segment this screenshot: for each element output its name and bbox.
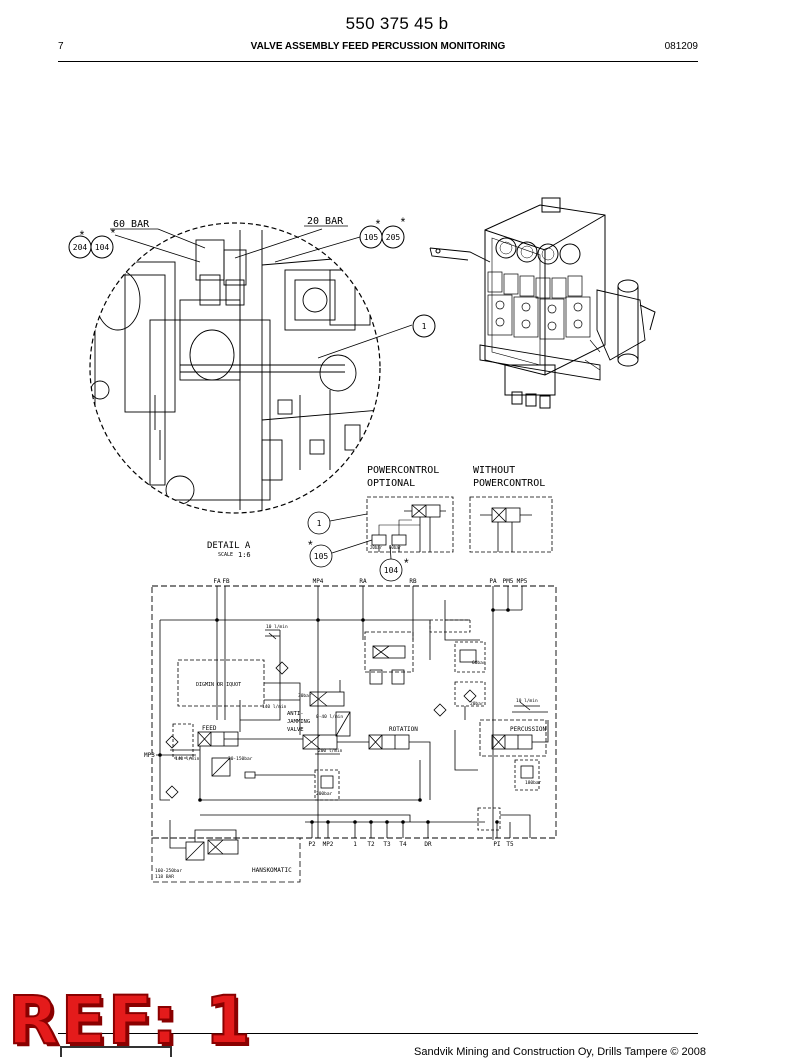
copyright-text: Sandvik Mining and Construction Oy, Dril… bbox=[414, 1046, 706, 1058]
port-pi: PI bbox=[493, 841, 501, 848]
footer-rule bbox=[58, 1033, 698, 1034]
callout-1: 1 bbox=[422, 322, 427, 331]
detail-scale-label: SCALE bbox=[218, 552, 233, 558]
port-pa: PA bbox=[489, 578, 497, 585]
port-dr: DR bbox=[424, 841, 432, 848]
powercontrol-callout-1: 1 bbox=[317, 519, 322, 528]
rotation-label: ROTATION bbox=[389, 726, 418, 733]
port-mp3: MP3 bbox=[144, 752, 155, 759]
page-title: VALVE ASSEMBLY FEED PERCUSSION MONITORIN… bbox=[250, 41, 506, 52]
flow-140-label: 140 l/min bbox=[175, 756, 200, 762]
bar-60-label: 60bar bbox=[472, 660, 486, 666]
without-powercontrol-line1: WITHOUT bbox=[473, 465, 515, 476]
sandvik-logo bbox=[60, 1046, 172, 1057]
port-mp5: MP5 bbox=[517, 578, 528, 585]
port-p2: P2 bbox=[308, 841, 316, 848]
svg-text:*: * bbox=[111, 226, 116, 240]
anti-jamming-line2: JAMMING bbox=[287, 719, 310, 725]
flow-140-label: 140 l/min bbox=[262, 704, 287, 710]
bottom-note-1: 160-250bar bbox=[155, 868, 182, 874]
powercontrol-optional-line1: POWERCONTROL bbox=[367, 465, 439, 476]
without-powercontrol-line2: POWERCONTROL bbox=[473, 478, 545, 489]
bar-20-label: 20bar bbox=[470, 701, 484, 707]
callout-204: 204 bbox=[73, 243, 88, 252]
revision-date: 081209 bbox=[664, 41, 698, 52]
svg-text:*: * bbox=[401, 215, 406, 229]
document-number: 550 375 45 b bbox=[345, 14, 449, 33]
page-number: 7 bbox=[58, 41, 64, 52]
bar-30-150-label: 30-150bar bbox=[228, 756, 253, 762]
port-t3: T3 bbox=[383, 841, 391, 848]
anti-jamming-line3: VALVE bbox=[287, 727, 304, 733]
schematic-annotations: 10 l/min 10 l/min 140 l/min 140 l/min 20… bbox=[155, 624, 542, 880]
callout-205: 205 bbox=[386, 233, 401, 242]
powercontrol-callouts bbox=[307, 511, 403, 582]
feed-label: FEED bbox=[202, 725, 217, 732]
schematic-bottom-ports: P2 MP2 1 T2 T3 T4 DR PI T5 bbox=[308, 841, 514, 848]
powercontrol-optional-line2: OPTIONAL bbox=[367, 478, 415, 489]
port-fb: FB bbox=[222, 578, 230, 585]
percussion-label: PERCUSSION bbox=[510, 726, 547, 733]
port-t4: T4 bbox=[399, 841, 407, 848]
bar-180-label: 180bar bbox=[525, 780, 542, 786]
powercontrol-bar-b: 60bar bbox=[389, 545, 402, 550]
callout-104: 104 bbox=[95, 243, 110, 252]
powercontrol-callout-104: 104 bbox=[384, 566, 399, 575]
port-fa: FA bbox=[213, 578, 221, 585]
without-powercontrol-box bbox=[469, 496, 553, 553]
asterisk-mark: * bbox=[404, 556, 409, 570]
port-1: 1 bbox=[353, 841, 357, 848]
port-mp4: MP4 bbox=[313, 578, 324, 585]
port-mp2: MP2 bbox=[323, 841, 334, 848]
svg-text:*: * bbox=[376, 217, 381, 231]
port-rb: RB bbox=[409, 578, 417, 585]
port-ra: RA bbox=[359, 578, 367, 585]
schematic-junction-dots bbox=[158, 608, 510, 824]
detail-scale-value: 1:6 bbox=[238, 551, 251, 559]
detail-20-bar-label: 20 BAR bbox=[307, 216, 344, 227]
ref-stamp: REF: 1 bbox=[7, 981, 253, 1059]
port-t5: T5 bbox=[506, 841, 514, 848]
detail-60-bar-label: 60 BAR bbox=[113, 219, 150, 230]
flow-10-label: 10 l/min bbox=[266, 624, 288, 630]
schematic-top-ports: FA FB MP4 RA RB PA PM5 MP5 bbox=[213, 578, 527, 585]
asterisk-mark: * bbox=[308, 538, 313, 552]
detail-label: DETAIL A bbox=[207, 541, 251, 551]
svg-text:*: * bbox=[80, 228, 85, 242]
bar-30-label: 30bar bbox=[298, 693, 312, 699]
asterisk-marks: * * * * bbox=[80, 215, 406, 242]
port-pm5: PM5 bbox=[503, 578, 514, 585]
valve-assembly-isometric-view bbox=[429, 197, 656, 409]
flow-10-label: 10 l/min bbox=[516, 698, 538, 704]
powercontrol-callout-105: 105 bbox=[314, 552, 329, 561]
flow-200-label: 200 l/min bbox=[318, 748, 343, 754]
powercontrol-bar-a: 20bar bbox=[370, 545, 383, 550]
bottom-note-2: 118 BAR bbox=[155, 874, 174, 880]
header-rule bbox=[58, 61, 698, 62]
flow-0-40-label: 0-40 l/min bbox=[316, 714, 343, 720]
powercontrol-optional-box bbox=[366, 496, 454, 553]
anti-jamming-line1: ANTI- bbox=[287, 711, 304, 717]
page-header: 7 VALVE ASSEMBLY FEED PERCUSSION MONITOR… bbox=[58, 40, 698, 56]
bar-200-label: 200bar bbox=[316, 791, 333, 797]
pilot-box-label: DIGMIN OR IQUOT bbox=[196, 682, 241, 688]
port-t2: T2 bbox=[367, 841, 375, 848]
hydraulic-schematic bbox=[151, 585, 557, 883]
callout-105: 105 bbox=[364, 233, 379, 242]
hanskomatic-label: HANSKOMATIC bbox=[252, 867, 292, 874]
